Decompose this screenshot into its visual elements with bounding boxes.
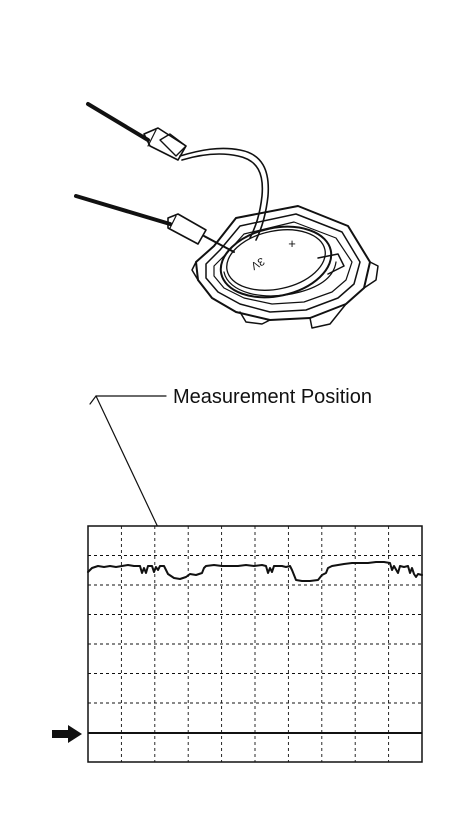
coin-cell-battery bbox=[219, 225, 345, 299]
scope-waveform bbox=[87, 561, 423, 582]
arrow-right-icon bbox=[52, 725, 82, 743]
battery-probe-illustration: + 3V bbox=[74, 102, 379, 329]
probe-upper bbox=[143, 127, 270, 241]
battery-voltage-mark: 3V bbox=[248, 255, 266, 272]
battery-holder bbox=[191, 205, 379, 329]
probe-lead-upper bbox=[86, 102, 150, 142]
oscilloscope-screen bbox=[87, 525, 423, 763]
callout-leader-short bbox=[89, 395, 97, 405]
battery-plus-mark: + bbox=[288, 236, 296, 251]
probe-lead-lower bbox=[74, 194, 172, 226]
callout-label: Measurement Position bbox=[173, 386, 372, 408]
